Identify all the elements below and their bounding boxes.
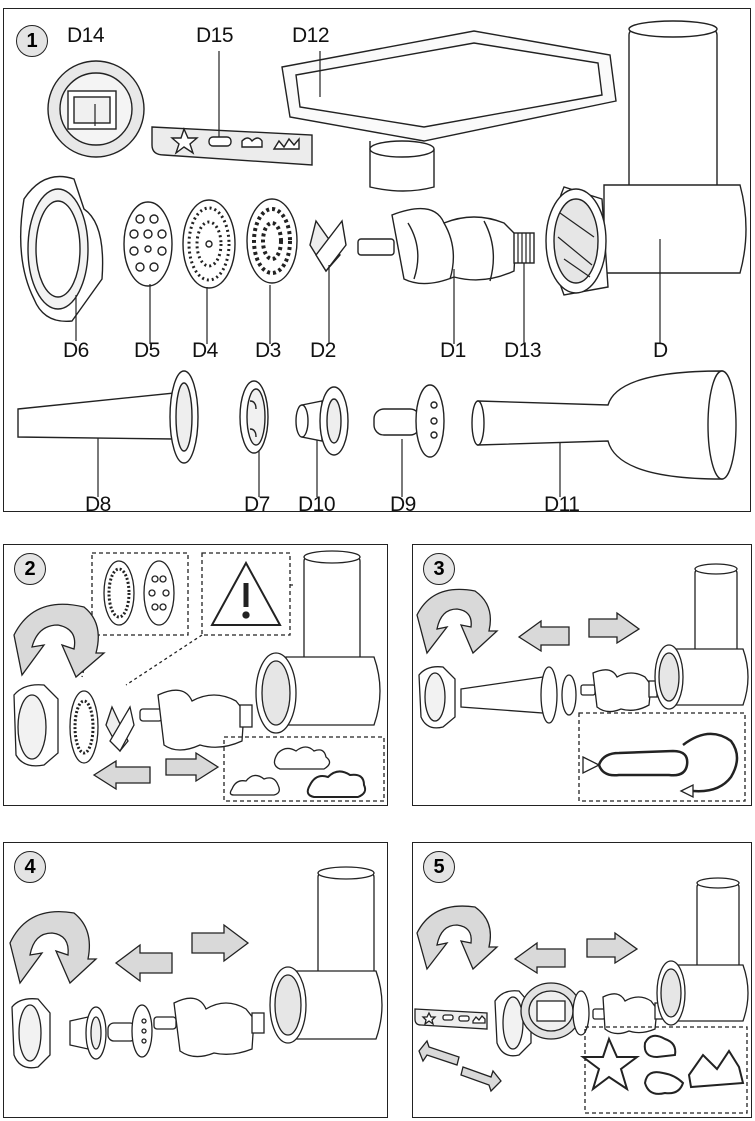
- ring-nut-D6: [19, 175, 104, 323]
- sausage-assembly-drawing: [416, 563, 749, 802]
- panel-2: 2: [3, 544, 388, 806]
- parts-overview-drawing: [17, 20, 747, 497]
- label-D2: D2: [310, 339, 336, 362]
- label-D14: D14: [67, 24, 105, 47]
- left-arrow-icon: [92, 759, 151, 791]
- warning-icon: [210, 560, 282, 626]
- label-D11: D11: [544, 493, 580, 516]
- label-D: D: [653, 339, 668, 362]
- label-D15: D15: [196, 24, 234, 47]
- panel-4: 4: [3, 842, 388, 1118]
- food-tray-D12: [281, 30, 617, 192]
- right-arrow-icon: [460, 1066, 502, 1093]
- rotate-arrow-icon: [9, 910, 98, 985]
- kebbe-tube-D11: [471, 370, 737, 480]
- kebbe-assembly-drawing: [9, 866, 383, 1069]
- rotate-arrow-icon: [416, 905, 499, 971]
- label-D4: D4: [192, 339, 218, 362]
- panel-number-1: 1: [16, 25, 48, 57]
- label-D7: D7: [244, 493, 270, 516]
- cookie-disc-D14: [47, 60, 145, 158]
- sausage-nozzle-D8: [17, 370, 199, 464]
- medium-plate-D3: [246, 198, 298, 284]
- panel-1: 1: [3, 8, 751, 516]
- housing-tube-D: [545, 20, 747, 296]
- label-D5: D5: [134, 339, 160, 362]
- label-D6: D6: [63, 339, 89, 362]
- label-D10: D10: [298, 493, 336, 516]
- blade-D2: [309, 219, 347, 273]
- cookie-strip-D15: [151, 126, 313, 166]
- panel-number-2: 2: [14, 553, 46, 585]
- auger-D1: [357, 207, 517, 285]
- coarse-plate-D5: [123, 201, 173, 287]
- right-arrow-icon: [586, 931, 639, 965]
- fine-plate-D4: [182, 199, 236, 289]
- left-arrow-icon: [114, 943, 173, 983]
- left-arrow-icon: [418, 1039, 460, 1066]
- panel-3: 3: [412, 544, 752, 806]
- drive-gear-D13: [513, 232, 535, 264]
- rotate-arrow-icon: [13, 603, 106, 679]
- panel-number-5: 5: [423, 851, 455, 883]
- mincing-assembly-drawing: [13, 550, 385, 802]
- adapter-D10: [295, 386, 349, 456]
- panel-number-3: 3: [423, 553, 455, 585]
- label-D3: D3: [255, 339, 281, 362]
- rotate-arrow-icon: [416, 588, 499, 655]
- label-D12: D12: [292, 24, 330, 47]
- left-arrow-icon: [517, 619, 570, 653]
- right-arrow-icon: [191, 923, 250, 963]
- panel-number-4: 4: [14, 851, 46, 883]
- cookie-assembly-drawing: [414, 877, 749, 1114]
- plate-D7: [239, 380, 269, 454]
- panel-5: 5: [412, 842, 752, 1118]
- label-D1: D1: [440, 339, 466, 362]
- right-arrow-icon: [165, 751, 220, 783]
- label-D9: D9: [390, 493, 416, 516]
- label-D13: D13: [504, 339, 542, 362]
- label-D8: D8: [85, 493, 111, 516]
- left-arrow-icon: [513, 941, 566, 975]
- kebbe-plunger-D9: [373, 384, 445, 458]
- right-arrow-icon: [588, 611, 641, 645]
